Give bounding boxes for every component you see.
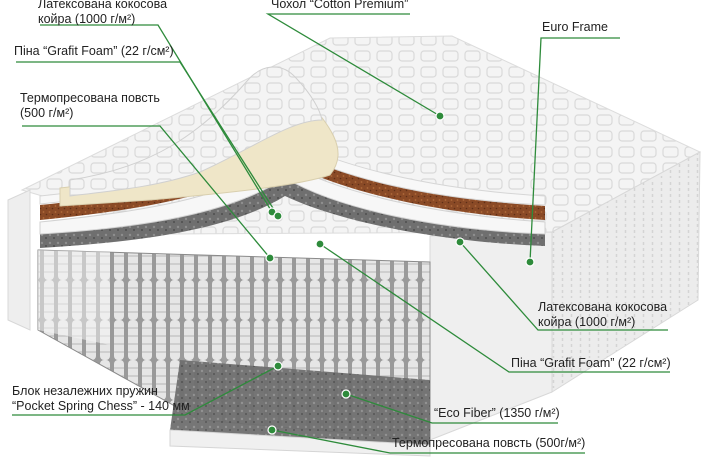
peeled-layers <box>39 66 546 248</box>
label-eco-fiber-line1: “Eco Fiber” (1350 г/м²) <box>434 406 560 420</box>
label-latex-coir-top-line2: койра (1000 г/м²) <box>38 12 136 26</box>
leader-latex-top <box>40 24 273 213</box>
label-felt-top: Термопресована повсть (500 г/м²) <box>20 91 160 121</box>
leader-lines <box>12 13 670 454</box>
label-grafit-foam-top-line1: Піна “Grafit Foam” (22 г/см²) <box>14 44 174 58</box>
label-euro-frame-line1: Euro Frame <box>542 20 608 34</box>
leader-ecofiber <box>345 393 558 424</box>
leader-grafit-right <box>319 243 670 373</box>
label-spring-block-line2: “Pocket Spring Chess” - 140 мм <box>12 399 190 413</box>
dot-latex-right <box>455 237 465 247</box>
leader-latex-right <box>459 241 668 331</box>
label-latex-coir-right: Латексована кокосова койра (1000 г/м²) <box>538 300 667 330</box>
leader-spring <box>12 365 279 416</box>
dot-felt-top <box>265 253 275 263</box>
label-latex-coir-top-line1: Латексована кокосова <box>38 0 168 11</box>
cutaway-section <box>37 249 431 457</box>
label-felt-bottom: Термопресована повсть (500г/м²) <box>392 436 585 451</box>
label-latex-coir-top: Латексована кокосова койра (1000 г/м²) <box>38 0 167 27</box>
label-grafit-foam-top: Піна “Grafit Foam” (22 г/см²) <box>14 44 174 59</box>
label-grafit-foam-right-line1: Піна “Grafit Foam” (22 г/см²) <box>511 356 671 370</box>
dot-ecofiber <box>341 389 351 399</box>
leader-felt-top <box>22 125 271 259</box>
label-latex-coir-right-line2: койра (1000 г/м²) <box>538 315 636 329</box>
dot-felt-bottom <box>267 425 277 435</box>
leader-grafit-top <box>16 61 279 217</box>
label-euro-frame: Euro Frame <box>542 20 608 35</box>
anchor-dots <box>265 111 535 435</box>
leader-cover <box>265 13 441 117</box>
label-cover-line1: Чохол “Cotton Premium” <box>271 0 409 11</box>
label-grafit-foam-right: Піна “Grafit Foam” (22 г/см²) <box>511 356 671 371</box>
dot-grafit-right <box>315 239 325 249</box>
leader-felt-bottom <box>271 429 585 454</box>
leader-euroframe <box>529 37 620 263</box>
label-felt-bottom-line1: Термопресована повсть (500г/м²) <box>392 436 586 450</box>
dot-cover <box>435 111 445 121</box>
label-felt-top-line2: (500 г/м²) <box>20 106 74 120</box>
label-eco-fiber: “Eco Fiber” (1350 г/м²) <box>434 406 560 421</box>
dot-grafit-top <box>273 211 283 221</box>
label-cover: Чохол “Cotton Premium” <box>271 0 408 12</box>
dot-spring <box>273 361 283 371</box>
label-spring-block-line1: Блок незалежних пружин <box>12 384 158 398</box>
label-felt-top-line1: Термопресована повсть <box>20 91 160 105</box>
label-latex-coir-right-line1: Латексована кокосова <box>538 300 668 314</box>
label-spring-block: Блок незалежних пружин “Pocket Spring Ch… <box>12 384 190 414</box>
dot-euroframe <box>525 257 535 267</box>
